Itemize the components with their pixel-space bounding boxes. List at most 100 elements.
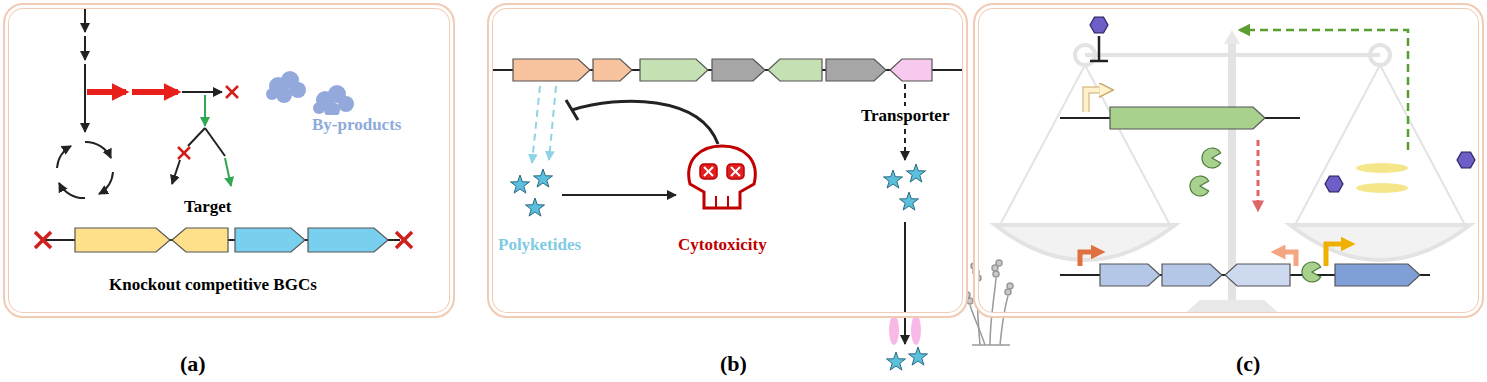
target-cluster-part — [1162, 264, 1222, 286]
by-product-clouds-part — [266, 88, 278, 100]
polyketide-stars — [510, 169, 552, 216]
gene-cluster-a-part — [172, 228, 228, 252]
block-marks-part — [226, 86, 238, 98]
panel-label: (c) — [1236, 351, 1260, 377]
target-cluster-part — [1080, 252, 1098, 266]
pathway-arrows-part — [205, 128, 225, 156]
annotation-label: Target — [182, 197, 234, 217]
balance-scale-part — [1224, 30, 1240, 44]
balance-scale-part — [1290, 225, 1470, 260]
target-cluster-part — [1302, 262, 1321, 282]
panel-outline — [487, 3, 968, 318]
pathway-arrows-part — [84, 92, 86, 132]
red-flux-arrows-part — [132, 89, 178, 95]
skull-icon-part-part — [731, 167, 740, 176]
regulator-gene — [1060, 90, 1300, 129]
transported-stars-part — [883, 170, 902, 188]
fungus-icon-part — [996, 260, 1002, 266]
pathway-arrows-part — [84, 36, 86, 60]
green-arrows-part — [225, 158, 231, 186]
block-marks-part — [178, 147, 190, 159]
fungus-icon-part — [977, 282, 980, 345]
balance-scale-part — [1085, 65, 1170, 225]
fungus-icon-part — [993, 271, 999, 277]
red-flux-arrows — [87, 89, 178, 95]
by-product-clouds-part — [313, 102, 325, 114]
cycle-arrows-part — [57, 146, 71, 168]
knockout-marks — [35, 232, 412, 248]
knockout-marks-part — [35, 232, 51, 248]
block-marks-part — [226, 86, 238, 98]
inducer-molecules-part — [1457, 152, 1475, 168]
annotation-label: Cytotoxicity — [676, 235, 769, 255]
ligand-repression-part — [1090, 60, 1108, 63]
red-flux-arrows-part — [87, 89, 126, 95]
gene-cluster-b-part — [513, 59, 590, 81]
transported-stars-part — [906, 164, 925, 182]
skull-icon — [689, 146, 756, 208]
target-cluster-part — [1278, 252, 1296, 266]
membrane-transporter-part — [889, 315, 899, 345]
balance-scale — [995, 30, 1470, 314]
fungus-icon-part — [1007, 283, 1013, 289]
cycle-arrows-part — [59, 183, 85, 198]
by-product-clouds-part — [290, 82, 306, 98]
by-product-clouds-part — [276, 87, 292, 103]
fungus-icon-part — [990, 278, 996, 345]
regulator-gene-part — [1086, 90, 1106, 112]
polyketide-stars-part — [510, 175, 529, 193]
gene-cluster-a — [45, 228, 400, 252]
green-arrows — [205, 95, 231, 186]
regulator-proteins — [1190, 148, 1221, 196]
pathway-arrows-part — [84, 64, 86, 92]
cycle-arrows-part — [99, 172, 113, 194]
balance-scale-part — [1184, 300, 1280, 314]
target-cluster-part — [1100, 264, 1160, 286]
regulator-gene-part — [1086, 90, 1106, 112]
balance-scale-part — [1380, 65, 1465, 225]
balance-scale-part — [1228, 42, 1236, 300]
knockout-marks-part — [396, 232, 412, 248]
by-product-clouds-part — [338, 96, 354, 112]
toxicity-arrows-part — [566, 100, 578, 120]
transported-stars-part — [908, 347, 927, 365]
fungus-icon-part — [1005, 289, 1011, 295]
gene-cluster-b-part — [890, 59, 932, 81]
knockout-marks-part — [35, 232, 51, 248]
gene-cluster-b — [490, 59, 966, 81]
feedback-arrow — [1240, 30, 1408, 150]
skull-icon-part — [727, 164, 744, 179]
pathway-arrows-part — [182, 91, 222, 93]
annotation-label: Transporter — [859, 106, 951, 126]
transported-stars — [883, 164, 927, 370]
cycle-arrows-part — [85, 142, 111, 158]
regulator-gene-part — [1110, 107, 1265, 129]
by-product-clouds — [266, 71, 354, 118]
balance-scale-part — [1295, 65, 1380, 225]
balance-scale-part — [1000, 65, 1085, 225]
panel-label: (b) — [720, 351, 747, 377]
target-cluster — [1060, 244, 1430, 286]
skull-icon-part — [704, 167, 740, 176]
membrane-transporter-part — [911, 315, 921, 345]
gene-cluster-b-part — [640, 59, 708, 81]
ligand-repression — [1090, 17, 1108, 61]
toxicity-arrows-part — [572, 101, 718, 144]
gene-cluster-b-part — [593, 59, 632, 81]
target-cluster-part — [1225, 264, 1290, 286]
biosynthesis-arrows-part — [549, 86, 556, 160]
panel-box: (c) — [973, 3, 1484, 378]
polyketide-stars-part — [525, 198, 544, 216]
transported-stars-part — [886, 352, 905, 370]
inducer-molecules-part — [1356, 163, 1408, 173]
ligand-repression-part — [1098, 36, 1101, 60]
skull-icon-part — [715, 196, 717, 208]
toxicity-arrows-part — [562, 194, 676, 196]
skull-icon-part — [689, 146, 756, 208]
cycle-arrows — [57, 142, 113, 198]
target-cluster-part — [1326, 244, 1348, 266]
panel-outline — [3, 3, 455, 318]
activation-arrow — [1257, 140, 1260, 210]
transported-stars-part — [899, 192, 918, 210]
